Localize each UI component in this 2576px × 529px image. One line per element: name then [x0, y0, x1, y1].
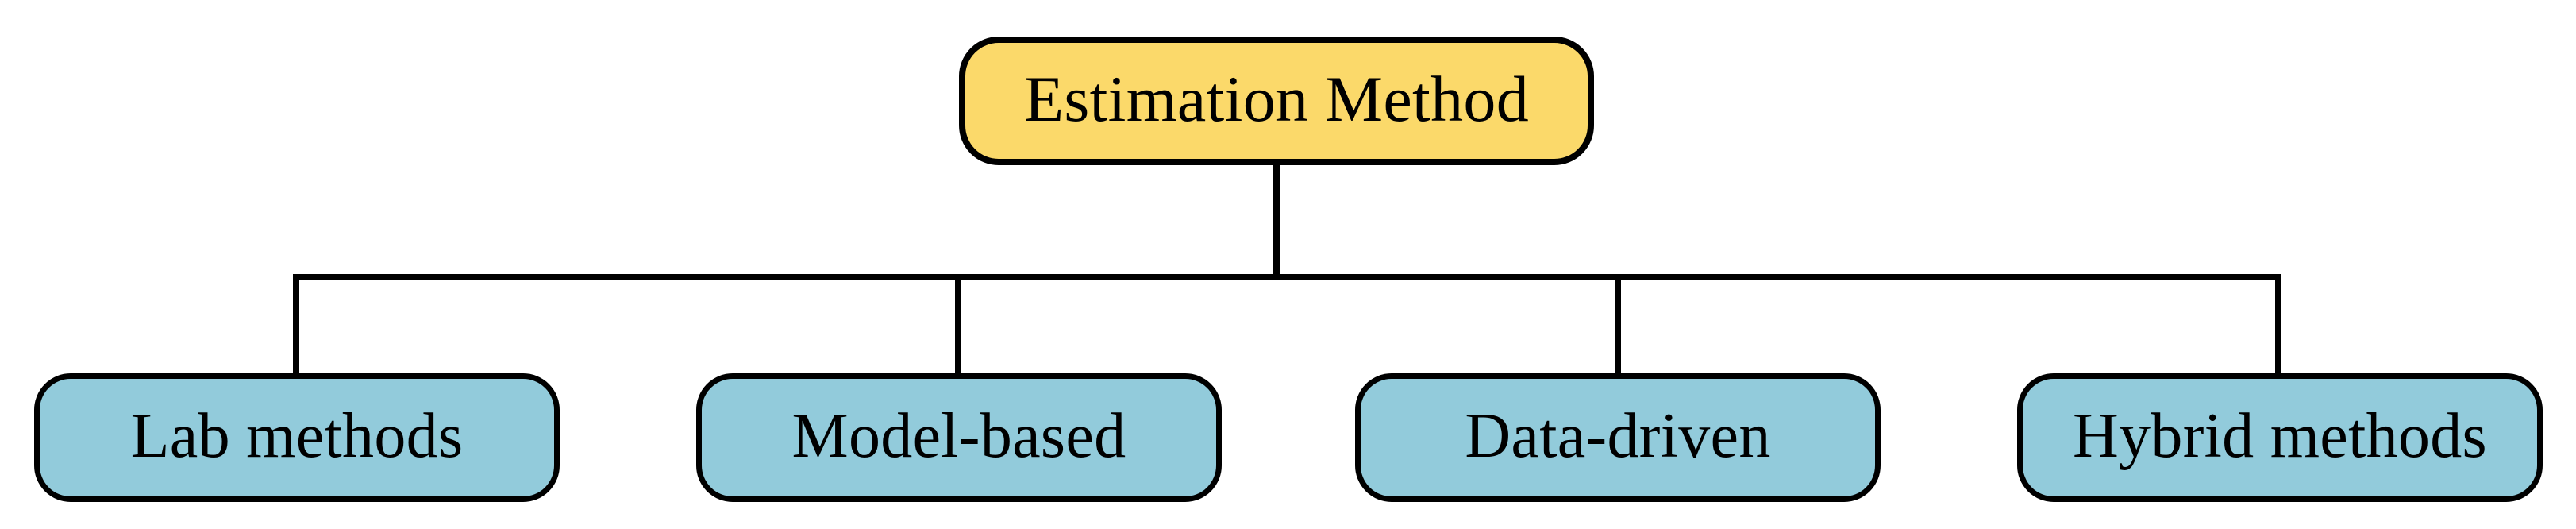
node-label-data-driven: Data-driven — [1465, 401, 1771, 471]
node-hybrid-methods[interactable]: Hybrid methods — [2017, 373, 2543, 502]
node-label-estimation-method: Estimation Method — [1024, 63, 1529, 135]
node-label-model-based: Model-based — [791, 401, 1126, 471]
node-label-lab-methods: Lab methods — [130, 401, 464, 471]
node-data-driven[interactable]: Data-driven — [1355, 373, 1881, 502]
node-estimation-method[interactable]: Estimation Method — [959, 37, 1594, 165]
node-label-hybrid-methods: Hybrid methods — [2073, 401, 2487, 471]
node-lab-methods[interactable]: Lab methods — [34, 373, 560, 502]
node-model-based[interactable]: Model-based — [696, 373, 1222, 502]
